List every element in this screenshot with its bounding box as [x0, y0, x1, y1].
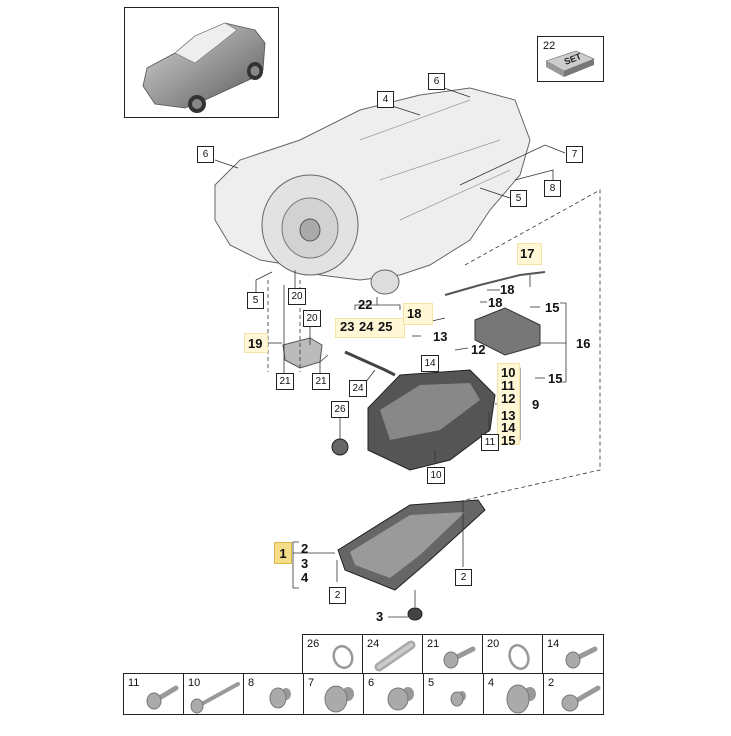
callout-22[interactable]: 22	[358, 297, 373, 312]
flange-screw-icon	[450, 691, 466, 707]
callout-11[interactable]: 11	[481, 434, 499, 451]
callout-24-dipstick[interactable]: 24	[349, 380, 367, 397]
part-cell-11[interactable]: 11	[123, 673, 184, 715]
pan-list-2: 2	[301, 541, 309, 556]
callout-15-a[interactable]: 15	[545, 300, 560, 315]
callout-20-a[interactable]: 20	[288, 288, 306, 305]
bolt-icon	[565, 646, 598, 669]
long-bolt-icon	[190, 682, 240, 714]
callout-24[interactable]: 24	[359, 319, 374, 334]
flange-screw-icon	[324, 685, 354, 713]
part-cell-20[interactable]: 20	[482, 634, 543, 674]
oil-pan-drawing	[337, 499, 486, 591]
callout-5-right[interactable]: 5	[510, 190, 527, 207]
o-ring-icon	[508, 644, 530, 670]
callout-26[interactable]: 26	[331, 401, 349, 418]
set-block-icon	[545, 50, 595, 77]
transmission-drawing	[214, 87, 531, 295]
part-cell-6[interactable]: 6	[363, 673, 424, 715]
callout-20-b[interactable]: 20	[303, 310, 321, 327]
callout-19[interactable]: 19	[248, 336, 263, 351]
callout-6-top[interactable]: 6	[428, 73, 445, 90]
part-cell-21[interactable]: 21	[422, 634, 483, 674]
valve-list-13: 13	[501, 408, 516, 423]
flange-screw-icon	[387, 687, 414, 711]
valve-body-drawing	[367, 369, 496, 471]
callout-10[interactable]: 10	[427, 467, 445, 484]
callout-21-b[interactable]: 21	[312, 373, 330, 390]
bolt-icon	[561, 685, 601, 712]
part-cell-7[interactable]: 7	[303, 673, 364, 715]
part-cell-4[interactable]: 4	[483, 673, 544, 715]
pin-icon	[374, 640, 416, 672]
part-cell-14[interactable]: 14	[542, 634, 604, 674]
bolt-icon	[146, 685, 179, 710]
part-cell-5[interactable]: 5	[423, 673, 484, 715]
callout-3[interactable]: 3	[376, 609, 384, 624]
callout-14[interactable]: 14	[421, 355, 439, 372]
callout-16[interactable]: 16	[576, 336, 591, 351]
callout-23[interactable]: 23	[340, 319, 355, 334]
vehicle-thumbnail	[124, 7, 279, 118]
callout-6-left[interactable]: 6	[197, 146, 214, 163]
set-kit-badge[interactable]: 22 SET	[537, 36, 604, 82]
valve-list-11: 11	[501, 378, 515, 393]
flange-screw-icon	[506, 684, 536, 714]
part-cell-10[interactable]: 10	[183, 673, 244, 715]
callout-5-left[interactable]: 5	[247, 292, 264, 309]
callout-7[interactable]: 7	[566, 146, 583, 163]
callout-18-c[interactable]: 18	[407, 306, 422, 321]
callout-18-b[interactable]: 18	[488, 295, 503, 310]
part-cell-26[interactable]: 26	[302, 634, 363, 674]
callout-2-left[interactable]: 2	[329, 587, 346, 604]
drain-plug-drawing	[407, 607, 423, 621]
valve-list-10: 10	[501, 365, 516, 380]
o-ring-icon	[332, 644, 354, 670]
callout-8[interactable]: 8	[544, 180, 561, 197]
callout-2-right[interactable]: 2	[455, 569, 472, 586]
callout-4[interactable]: 4	[377, 91, 394, 108]
callout-9[interactable]: 9	[532, 397, 540, 412]
car-icon	[142, 22, 266, 113]
mechatronic-drawing	[474, 307, 541, 356]
callout-25[interactable]: 25	[378, 319, 393, 334]
valve-list-14: 14	[501, 420, 516, 435]
callout-13[interactable]: 13	[433, 329, 448, 344]
part-cell-24[interactable]: 24	[362, 634, 423, 674]
set-kit-number: 22	[543, 40, 556, 52]
part-cell-2[interactable]: 2	[543, 673, 604, 715]
bolt-icon	[443, 646, 476, 669]
pan-list-3: 3	[301, 556, 309, 571]
callout-1-oil-pan-kit[interactable]: 1	[274, 542, 292, 564]
pan-list-4: 4	[301, 570, 309, 585]
callout-12[interactable]: 12	[471, 342, 486, 357]
flange-screw-icon	[269, 687, 291, 709]
callout-17[interactable]: 17	[520, 246, 535, 261]
part-cell-8[interactable]: 8	[243, 673, 304, 715]
valve-list-12: 12	[501, 391, 516, 406]
valve-list-15: 15	[501, 433, 516, 448]
callout-21-a[interactable]: 21	[276, 373, 294, 390]
callout-15-b[interactable]: 15	[548, 371, 563, 386]
callout-18-a[interactable]: 18	[500, 282, 515, 297]
